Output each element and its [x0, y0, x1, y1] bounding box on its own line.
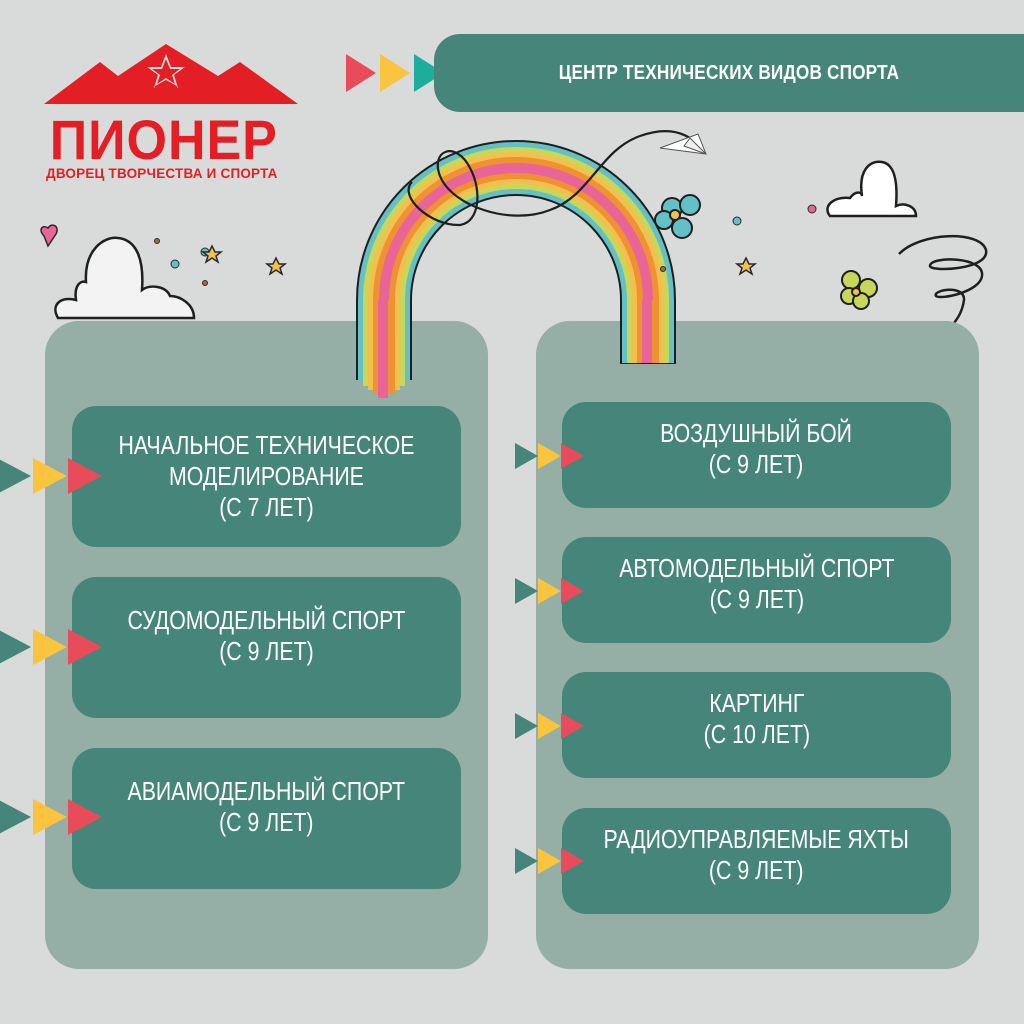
- activity-card[interactable]: СУДОМОДЕЛЬНЫЙ СПОРТ (С 9 ЛЕТ): [72, 577, 461, 718]
- activity-age: (С 9 ЛЕТ): [709, 855, 804, 885]
- arrow-green-icon: [0, 799, 31, 835]
- paper-plane-icon: [659, 133, 707, 155]
- activity-card[interactable]: РАДИОУПРАВЛЯЕМЫЕ ЯХТЫ (С 9 ЛЕТ): [562, 808, 951, 914]
- arrow-yellow-icon: [33, 629, 67, 665]
- arrow-red-icon: [68, 458, 102, 494]
- activity-card[interactable]: ВОЗДУШНЫЙ БОЙ (С 9 ЛЕТ): [562, 402, 951, 508]
- activity-age: (С 10 ЛЕТ): [703, 719, 810, 749]
- arrow-group: [0, 799, 104, 837]
- arrow-green-icon: [0, 629, 31, 665]
- activity-age: (С 7 ЛЕТ): [219, 492, 314, 522]
- arrow-red-icon: [561, 443, 584, 469]
- arrow-yellow-icon: [33, 799, 67, 835]
- arrow-green-icon: [0, 458, 31, 494]
- activity-age: (С 9 ЛЕТ): [709, 449, 804, 479]
- activity-card[interactable]: АВТОМОДЕЛЬНЫЙ СПОРТ (С 9 ЛЕТ): [562, 537, 951, 643]
- activity-age: (С 9 ЛЕТ): [219, 806, 314, 837]
- logo-title: ПИОНЕР: [49, 108, 278, 171]
- cloud-icon: [54, 236, 196, 320]
- activity-name: АВИАМОДЕЛЬНЫЙ СПОРТ: [127, 775, 406, 806]
- arrow-group: [515, 578, 585, 604]
- header-arrows: [346, 54, 456, 94]
- arrow-green-icon: [515, 443, 538, 469]
- scribble-line: [407, 129, 691, 227]
- arrow-group: [515, 443, 585, 469]
- header-banner: ЦЕНТР ТЕХНИЧЕСКИХ ВИДОВ СПОРТА: [434, 34, 1024, 112]
- activity-age: (С 9 ЛЕТ): [219, 635, 314, 666]
- arrow-green-icon: [515, 848, 538, 874]
- arrow-yellow-icon: [538, 578, 561, 604]
- arrow-group: [515, 848, 585, 874]
- logo: ПИОНЕР ДВОРЕЦ ТВОРЧЕСТВА И СПОРТА: [40, 40, 310, 190]
- star-icon: [264, 256, 288, 276]
- star-icon: [734, 256, 758, 276]
- star-icon: [200, 244, 224, 264]
- arrow-red-icon: [346, 54, 376, 92]
- arrow-yellow-icon: [380, 54, 410, 92]
- header-title: ЦЕНТР ТЕХНИЧЕСКИХ ВИДОВ СПОРТА: [558, 61, 900, 84]
- spiral-scribble-icon: [898, 234, 988, 327]
- activity-name: РАДИОУПРАВЛЯЕМЫЕ ЯХТЫ: [603, 824, 910, 854]
- heart-icon: [40, 224, 58, 248]
- cloud-icon: [826, 160, 918, 218]
- activity-card[interactable]: КАРТИНГ (С 10 ЛЕТ): [562, 672, 951, 778]
- arrow-green-icon: [515, 578, 538, 604]
- mountains-star-icon: [44, 44, 298, 104]
- activity-name: НАЧАЛЬНОЕ ТЕХНИЧЕСКОЕ: [118, 430, 415, 460]
- activity-card[interactable]: НАЧАЛЬНОЕ ТЕХНИЧЕСКОЕ МОДЕЛИРОВАНИЕ (С 7…: [72, 406, 461, 547]
- arrow-yellow-icon: [538, 443, 561, 469]
- arrow-yellow-icon: [538, 848, 561, 874]
- arrow-group: [0, 629, 104, 667]
- arrow-green-icon: [515, 713, 538, 739]
- activity-card[interactable]: АВИАМОДЕЛЬНЫЙ СПОРТ (С 9 ЛЕТ): [72, 748, 461, 889]
- arrow-red-icon: [561, 848, 584, 874]
- arrow-red-icon: [561, 713, 584, 739]
- arrow-red-icon: [68, 629, 102, 665]
- activity-name: АВТОМОДЕЛЬНЫЙ СПОРТ: [618, 553, 895, 583]
- arrow-yellow-icon: [33, 458, 67, 494]
- arrow-red-icon: [68, 799, 102, 835]
- activity-name: МОДЕЛИРОВАНИЕ: [169, 461, 364, 491]
- flower-green-icon: [840, 270, 878, 310]
- logo-subtitle: ДВОРЕЦ ТВОРЧЕСТВА И СПОРТА: [46, 166, 278, 181]
- arrow-group: [0, 458, 104, 496]
- flower-blue-icon: [654, 194, 701, 239]
- arrow-group: [515, 713, 585, 739]
- arrow-red-icon: [561, 578, 584, 604]
- activity-age: (С 9 ЛЕТ): [709, 584, 804, 614]
- activity-name: СУДОМОДЕЛЬНЫЙ СПОРТ: [127, 604, 406, 635]
- arrow-yellow-icon: [538, 713, 561, 739]
- activity-name: КАРТИНГ: [708, 688, 805, 718]
- activity-name: ВОЗДУШНЫЙ БОЙ: [660, 418, 853, 448]
